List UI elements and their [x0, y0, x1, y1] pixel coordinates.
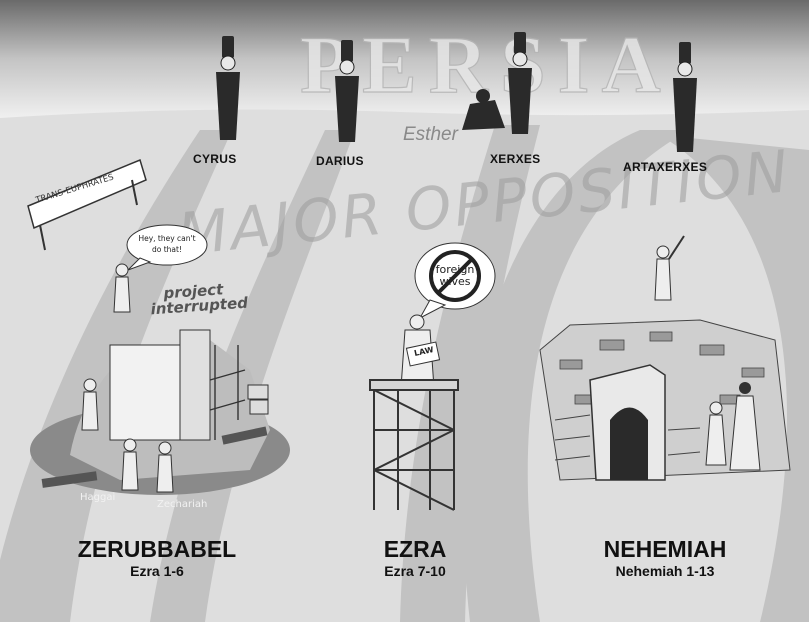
band-artaxerxes-left — [463, 130, 690, 622]
speech-bubble-line-1: Hey, they can't — [138, 234, 196, 243]
nehemiah-scene — [539, 235, 791, 481]
band-darius — [150, 130, 355, 622]
major-opposition-sign — [27, 158, 147, 251]
esther-label: Esther — [403, 124, 458, 145]
esther-figure — [462, 89, 505, 130]
king-figure-cyrus — [216, 36, 240, 140]
prophet-label-zechariah: Zechariah — [157, 499, 208, 510]
band-xerxes — [400, 125, 540, 622]
zerubbabel-scene — [30, 224, 290, 495]
band-artaxerxes-right — [660, 135, 809, 622]
prophet-label-haggai: Haggai — [80, 492, 116, 503]
ezra-scene — [369, 242, 496, 511]
leader-name-zerubbabel: ZERUBBABEL — [77, 536, 237, 562]
kings-figures — [216, 32, 697, 152]
project-interrupted-note: project interrupted — [149, 280, 248, 318]
king-figure-artaxerxes — [673, 42, 697, 152]
king-label-darius: DARIUS — [316, 154, 364, 168]
sign-line-1: foreign — [435, 263, 475, 276]
empire-title: PERSIA — [300, 19, 673, 110]
leader-ref-nehemiah: Nehemiah 1-13 — [615, 563, 715, 579]
king-label-artaxerxes: ARTAXERXES — [623, 160, 708, 174]
leader-name-nehemiah: NEHEMIAH — [603, 536, 727, 562]
speech-bubble-line-2: do that! — [152, 245, 182, 254]
speech-bubble-text: Hey, they can't do that! — [133, 233, 201, 255]
king-figure-darius — [335, 40, 359, 142]
sign-line-2: wives — [439, 275, 471, 288]
king-label-xerxes: XERXES — [490, 152, 541, 166]
foreign-wives-sign: foreign wives — [428, 264, 482, 288]
king-label-cyrus: CYRUS — [193, 152, 237, 166]
leader-name-ezra: EZRA — [383, 536, 447, 562]
leader-ref-zerubbabel: Ezra 1-6 — [130, 563, 184, 579]
leader-ref-ezra: Ezra 7-10 — [384, 563, 446, 579]
king-figure-xerxes — [508, 32, 532, 134]
